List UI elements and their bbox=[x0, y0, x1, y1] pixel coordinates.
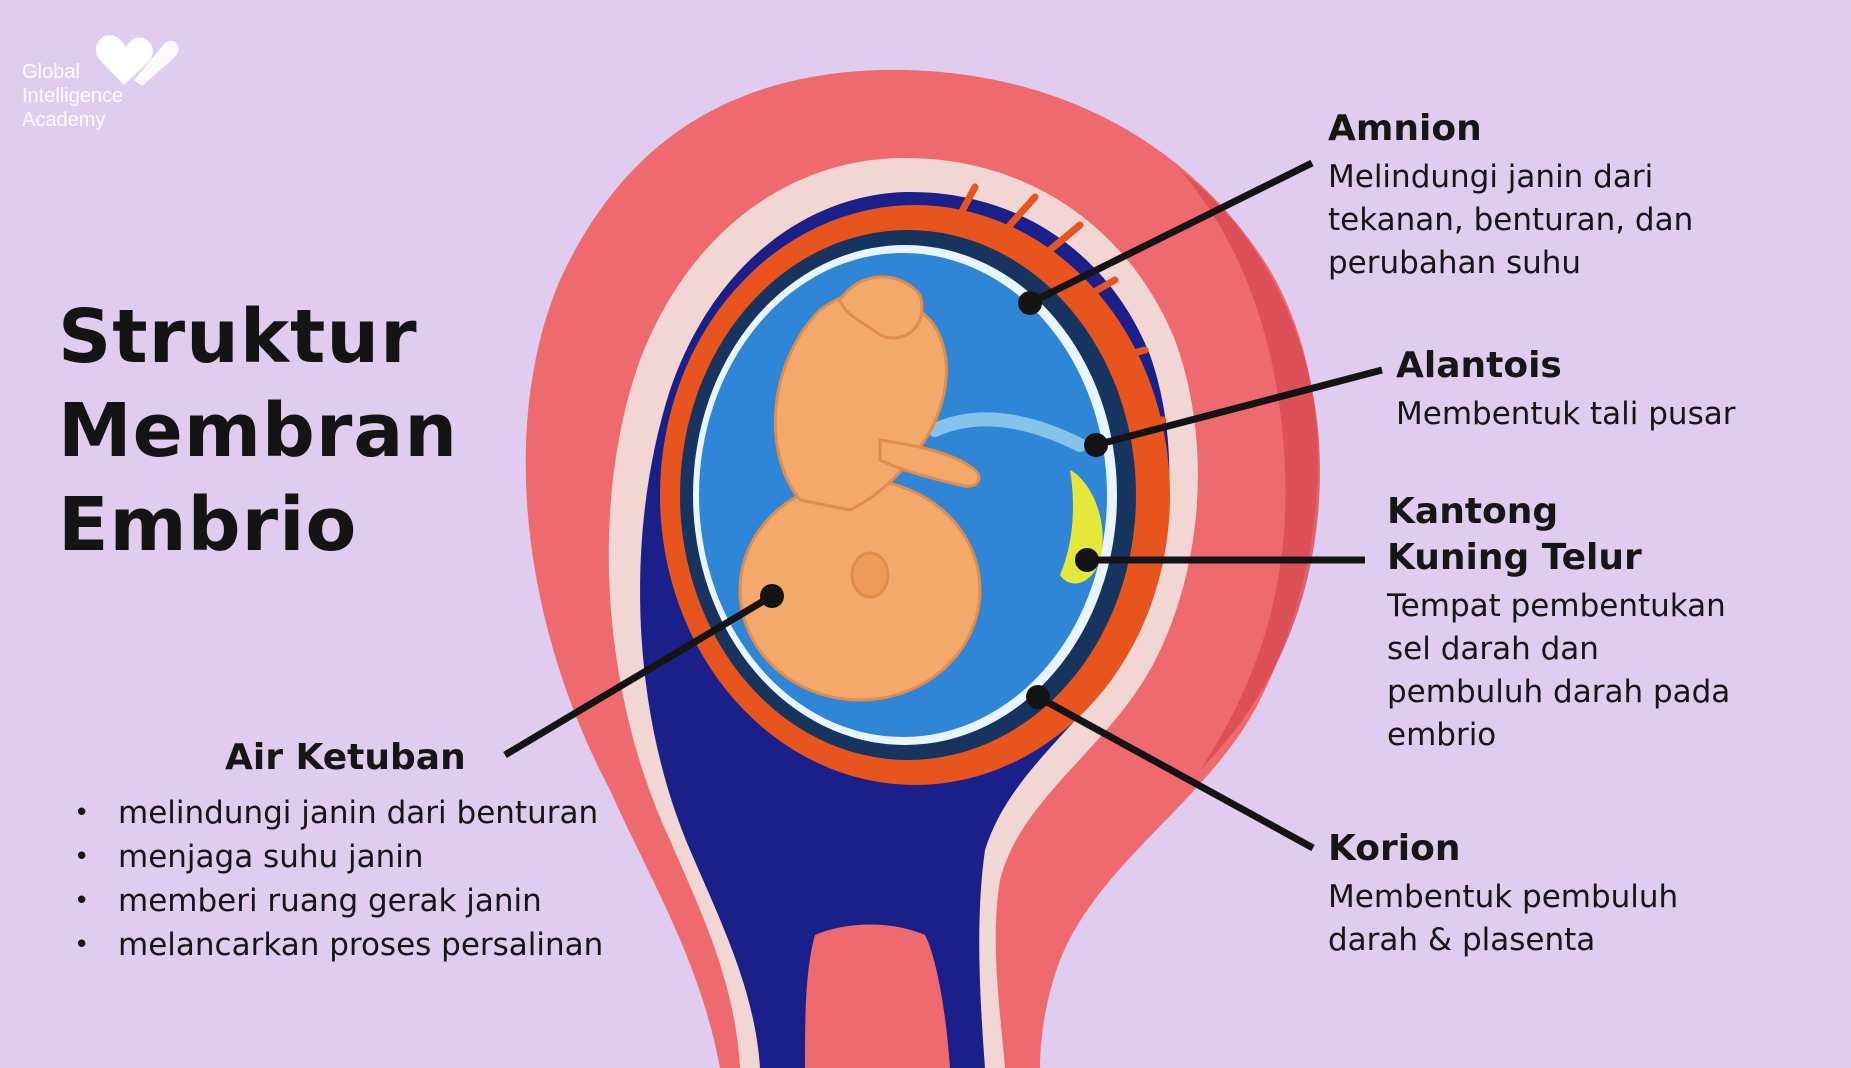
amnion-desc-line-2: tekanan, benturan, dan bbox=[1328, 202, 1694, 238]
korion-desc-line-1: Membentuk pembuluh bbox=[1328, 879, 1679, 915]
uterus-wall-shade bbox=[1180, 170, 1320, 770]
label-amnion-desc: Melindungi janin dari tekanan, benturan,… bbox=[1328, 156, 1693, 285]
kantong-desc-line-2: sel darah dan bbox=[1387, 631, 1599, 667]
logo-line-1: Global bbox=[22, 61, 80, 83]
label-amnion: Amnion Melindungi janin dari tekanan, be… bbox=[1328, 106, 1693, 285]
list-item: • memberi ruang gerak janin bbox=[70, 879, 603, 923]
air-ketuban-item-2: menjaga suhu janin bbox=[118, 839, 424, 875]
label-kantong-title-1: Kantong bbox=[1387, 491, 1559, 532]
label-kantong-title-2: Kuning Telur bbox=[1387, 537, 1642, 578]
bullet-icon: • bbox=[74, 798, 90, 828]
air-ketuban-item-3: memberi ruang gerak janin bbox=[118, 883, 542, 919]
list-item: • menjaga suhu janin bbox=[70, 835, 603, 879]
label-amnion-title: Amnion bbox=[1328, 108, 1482, 149]
label-kantong-desc: Tempat pembentukan sel darah dan pembulu… bbox=[1387, 585, 1730, 757]
kantong-desc-line-4: embrio bbox=[1387, 717, 1497, 753]
umbilical-cord bbox=[928, 412, 1087, 452]
label-korion-desc: Membentuk pembuluh darah & plasenta bbox=[1328, 876, 1678, 962]
pointer-lines bbox=[503, 159, 1383, 852]
logo-line-3: Academy bbox=[22, 109, 106, 131]
fetus bbox=[738, 275, 982, 702]
label-alantois-desc: Membentuk tali pusar bbox=[1396, 393, 1735, 436]
logo-text: Global Intelligence Academy bbox=[22, 60, 123, 132]
pointer-dots bbox=[760, 291, 1108, 709]
bullet-icon: • bbox=[74, 842, 90, 872]
air-ketuban-item-1: melindungi janin dari benturan bbox=[118, 795, 599, 831]
title-line-2: Membran bbox=[58, 388, 459, 474]
label-air-ketuban-title: Air Ketuban bbox=[225, 737, 466, 778]
alantois-desc-line-1: Membentuk tali pusar bbox=[1396, 396, 1736, 432]
korion-desc-line-2: darah & plasenta bbox=[1328, 922, 1596, 958]
label-alantois: Alantois Membentuk tali pusar bbox=[1396, 343, 1735, 436]
amnion-desc-line-1: Melindungi janin dari bbox=[1328, 159, 1654, 195]
title-line-1: Struktur bbox=[58, 294, 418, 380]
bullet-icon: • bbox=[74, 930, 90, 960]
title-line-3: Embrio bbox=[58, 482, 358, 568]
kantong-desc-line-1: Tempat pembentukan bbox=[1387, 588, 1726, 624]
label-air-ketuban: Air Ketuban • melindungi janin dari bentu… bbox=[70, 735, 603, 967]
air-ketuban-list: • melindungi janin dari benturan • menjaga… bbox=[70, 791, 603, 967]
academy-logo: Global Intelligence Academy bbox=[22, 30, 182, 140]
kantong-desc-line-3: pembuluh darah pada bbox=[1387, 674, 1731, 710]
logo-line-2: Intelligence bbox=[22, 85, 124, 107]
label-kantong-kuning-telur: Kantong Kuning Telur Tempat pembentukan … bbox=[1387, 489, 1730, 757]
label-korion-title: Korion bbox=[1328, 828, 1461, 869]
page-title: Struktur Membran Embrio bbox=[58, 290, 458, 572]
bullet-icon: • bbox=[74, 886, 90, 916]
amnion-desc-line-3: perubahan suhu bbox=[1328, 245, 1582, 281]
air-ketuban-item-4: melancarkan proses persalinan bbox=[118, 927, 604, 963]
list-item: • melancarkan proses persalinan bbox=[70, 923, 603, 967]
label-korion: Korion Membentuk pembuluh darah & plasen… bbox=[1328, 826, 1678, 962]
list-item: • melindungi janin dari benturan bbox=[70, 791, 603, 835]
label-alantois-title: Alantois bbox=[1396, 345, 1562, 386]
chorionic-villi bbox=[956, 183, 1167, 624]
heart-logo-icon bbox=[95, 35, 179, 86]
